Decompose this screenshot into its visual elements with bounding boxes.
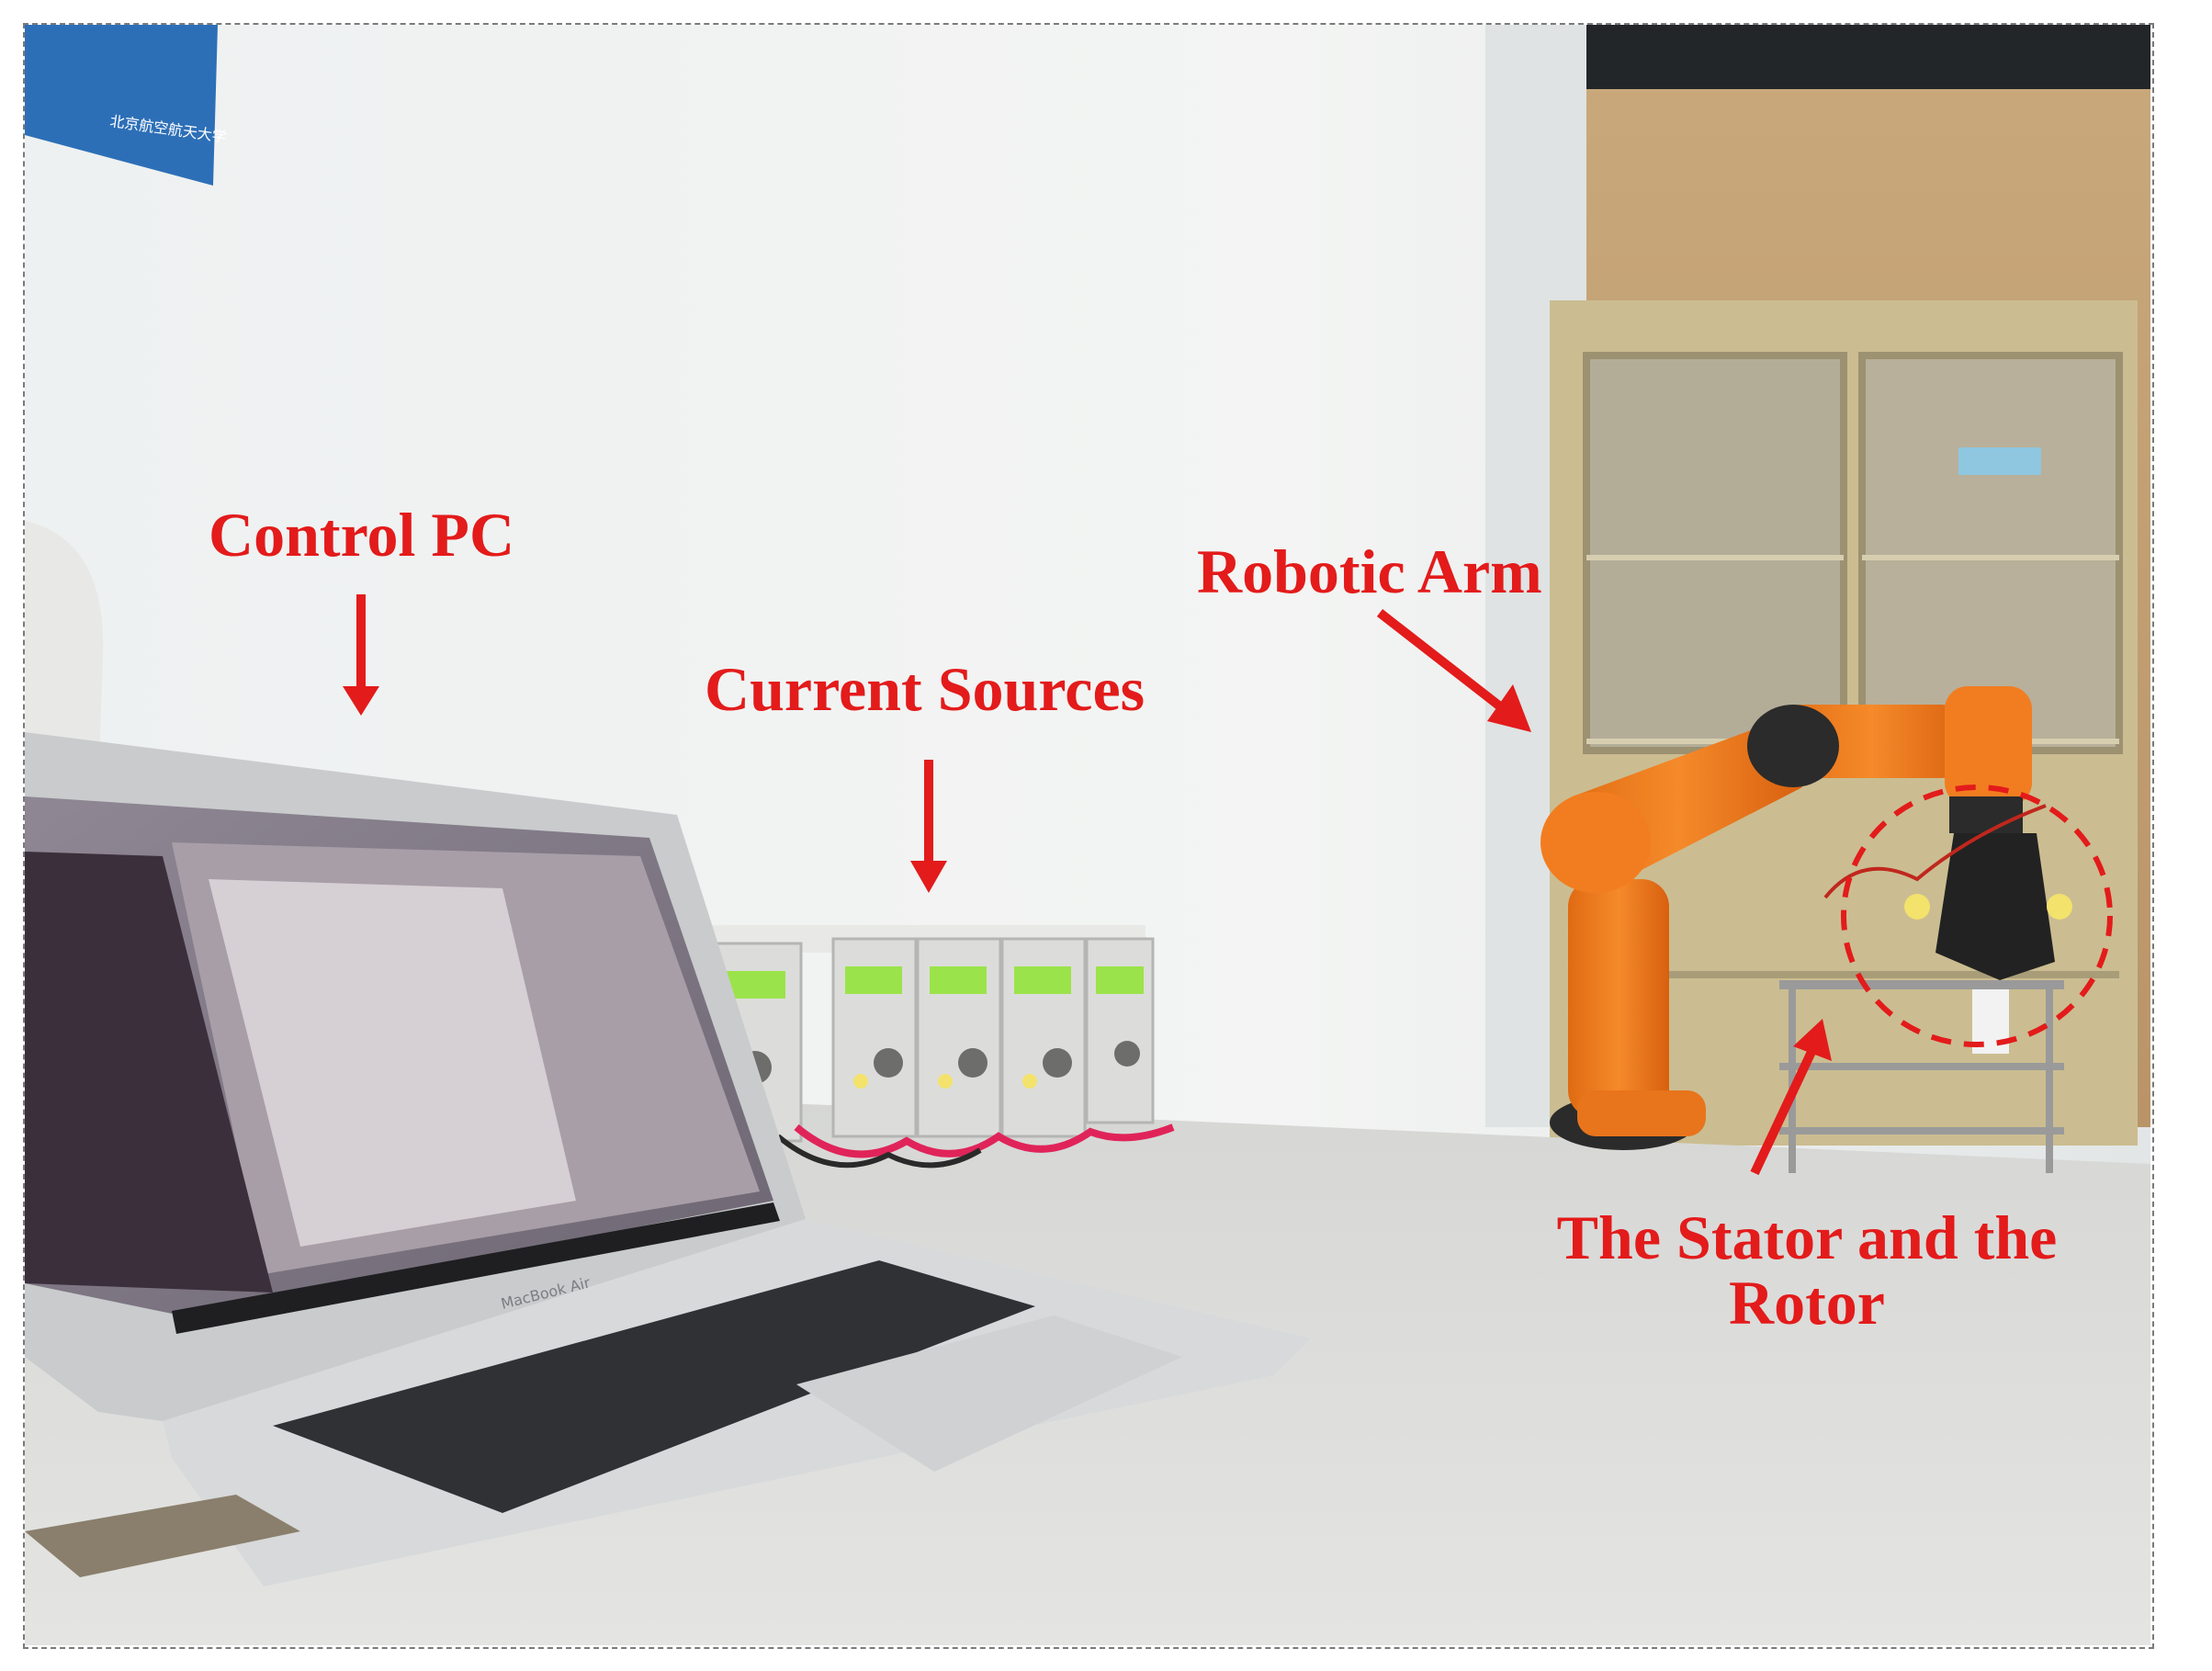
laptop-keyboard <box>273 1260 1035 1513</box>
label-control-pc: Control PC <box>209 500 515 570</box>
highlight-circle <box>1841 785 2113 1047</box>
lab-photo: 北京航空航天大学 <box>25 25 2150 1645</box>
label-robotic-arm: Robotic Arm <box>1197 536 1542 606</box>
arrow-current-sources <box>910 760 947 893</box>
arrow-control-pc <box>343 594 379 716</box>
poster: 北京航空航天大学 <box>25 25 228 186</box>
psu-unit-5 <box>1085 937 1155 1124</box>
laptop: MacBook Air <box>25 732 1311 1586</box>
robot-arm <box>1540 686 2072 1173</box>
figure-border <box>23 23 2154 1649</box>
psu-unit-4 <box>1000 937 1087 1138</box>
photo-scene: 北京航空航天大学 <box>25 25 2150 1645</box>
arrow-robotic-arm <box>1376 609 1531 732</box>
arrow-stator-rotor <box>1750 1019 1832 1176</box>
annotation-arrows <box>343 594 1832 1176</box>
psu-unit-2 <box>831 937 918 1138</box>
label-current-sources: Current Sources <box>705 654 1146 724</box>
psu-unit-3 <box>916 937 1002 1138</box>
trackpad <box>796 1315 1182 1472</box>
label-stator-rotor: The Stator and the Rotor <box>1556 1202 2058 1338</box>
